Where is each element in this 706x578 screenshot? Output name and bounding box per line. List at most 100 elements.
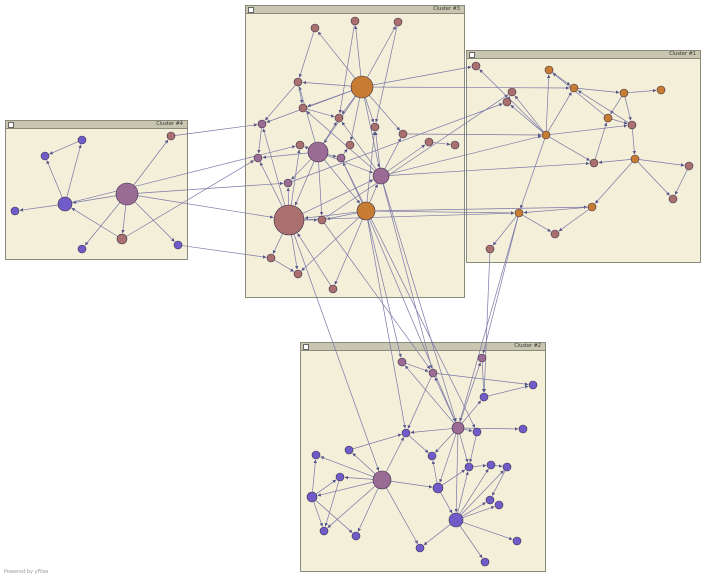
graph-node-d12[interactable]: [335, 472, 345, 482]
graph-node-b12[interactable]: [370, 122, 380, 132]
edge-d15-d16: [494, 464, 503, 468]
edge-b2-b8: [367, 26, 396, 78]
graph-node-c14[interactable]: [627, 120, 637, 130]
graph-node-b16[interactable]: [253, 153, 263, 163]
graph-node-b3[interactable]: [307, 141, 329, 163]
graph-node-c6[interactable]: [656, 85, 666, 95]
cluster-header[interactable]: Cluster #3: [246, 6, 464, 14]
graph-node-c3[interactable]: [544, 65, 554, 75]
graph-node-d10[interactable]: [306, 491, 318, 503]
graph-node-b2[interactable]: [350, 75, 374, 99]
graph-node-d5[interactable]: [479, 392, 489, 402]
graph-node-a6[interactable]: [40, 151, 50, 161]
graph-node-b4[interactable]: [356, 201, 376, 221]
graph-node-a3[interactable]: [116, 233, 128, 245]
graph-node-c8[interactable]: [541, 130, 551, 140]
graph-node-b8[interactable]: [393, 17, 403, 27]
cluster-box-2[interactable]: Cluster #2: [300, 342, 546, 572]
graph-node-d16[interactable]: [502, 462, 512, 472]
graph-node-d19[interactable]: [485, 495, 495, 505]
graph-node-c5[interactable]: [619, 88, 629, 98]
cluster-box-3[interactable]: Cluster #3: [245, 5, 465, 298]
graph-node-d7[interactable]: [428, 368, 438, 378]
graph-node-d17[interactable]: [518, 424, 528, 434]
graph-node-c9[interactable]: [514, 208, 524, 218]
graph-node-d24[interactable]: [351, 531, 361, 541]
collapse-icon[interactable]: [248, 7, 254, 13]
graph-node-c11[interactable]: [587, 202, 597, 212]
graph-node-b25[interactable]: [345, 140, 355, 150]
graph-node-c2[interactable]: [502, 97, 512, 107]
graph-node-a5[interactable]: [77, 135, 87, 145]
graph-node-b23[interactable]: [450, 140, 460, 150]
graph-node-c15[interactable]: [684, 161, 694, 171]
graph-node-d23[interactable]: [415, 543, 425, 553]
graph-node-d22[interactable]: [480, 557, 490, 567]
graph-node-b7[interactable]: [350, 16, 360, 26]
graph-node-c18[interactable]: [507, 87, 517, 97]
graph-node-d11[interactable]: [311, 450, 321, 460]
graph-node-b15[interactable]: [283, 178, 293, 188]
graph-node-c12[interactable]: [589, 158, 599, 168]
graph-node-b13[interactable]: [336, 153, 346, 163]
graph-node-a8[interactable]: [77, 244, 87, 254]
graph-node-c16[interactable]: [668, 194, 678, 204]
edge-d10-d12: [315, 479, 337, 495]
graph-node-d21[interactable]: [512, 536, 522, 546]
edge-d2-d17: [463, 427, 519, 431]
graph-node-b6[interactable]: [310, 23, 320, 33]
collapse-icon[interactable]: [469, 52, 475, 58]
graph-node-b20[interactable]: [328, 284, 338, 294]
graph-node-d9[interactable]: [397, 357, 407, 367]
graph-node-d3[interactable]: [448, 512, 464, 528]
graph-node-d27[interactable]: [472, 427, 482, 437]
graph-node-b18[interactable]: [266, 253, 276, 263]
graph-node-a9[interactable]: [173, 240, 183, 250]
graph-node-b14[interactable]: [295, 140, 305, 150]
cluster-header[interactable]: Cluster #1: [467, 51, 700, 59]
collapse-icon[interactable]: [303, 344, 309, 350]
graph-node-b24[interactable]: [298, 103, 308, 113]
edge-a3-b16: [126, 160, 255, 237]
edge-b4-b1: [304, 211, 358, 220]
graph-node-b9[interactable]: [293, 77, 303, 87]
graph-node-d4[interactable]: [432, 482, 444, 494]
graph-node-a2[interactable]: [57, 196, 73, 212]
graph-node-c13[interactable]: [630, 154, 640, 164]
graph-node-c4[interactable]: [569, 83, 579, 93]
cluster-header[interactable]: Cluster #2: [301, 343, 545, 351]
graph-node-b10[interactable]: [257, 119, 267, 129]
graph-node-d13[interactable]: [344, 445, 354, 455]
graph-node-c17[interactable]: [485, 244, 495, 254]
graph-node-b1[interactable]: [273, 204, 305, 236]
graph-node-d20[interactable]: [494, 500, 504, 510]
edge-a1-b1: [137, 195, 274, 219]
graph-node-b5[interactable]: [372, 167, 390, 185]
graph-node-d14[interactable]: [464, 462, 474, 472]
graph-node-b21[interactable]: [398, 129, 408, 139]
graph-node-a4[interactable]: [166, 131, 176, 141]
edge-a2-a7: [19, 204, 59, 212]
graph-node-d8[interactable]: [401, 428, 411, 438]
graph-node-b19[interactable]: [293, 269, 303, 279]
graph-node-b17[interactable]: [317, 215, 327, 225]
edge-d1-d11: [320, 456, 374, 478]
cluster-box-4[interactable]: Cluster #4: [5, 120, 188, 260]
graph-node-b11[interactable]: [334, 113, 344, 123]
graph-node-c1[interactable]: [471, 61, 481, 71]
graph-node-d15[interactable]: [486, 460, 496, 470]
graph-node-d6[interactable]: [477, 353, 487, 363]
collapse-icon[interactable]: [8, 122, 14, 128]
edge-d2-d7: [434, 377, 456, 423]
cluster-header[interactable]: Cluster #4: [6, 121, 187, 129]
graph-node-d25[interactable]: [319, 526, 329, 536]
graph-node-a1[interactable]: [115, 182, 139, 206]
graph-node-d2[interactable]: [451, 421, 465, 435]
graph-node-c10[interactable]: [550, 229, 560, 239]
graph-node-b22[interactable]: [424, 137, 434, 147]
graph-node-a7[interactable]: [10, 206, 20, 216]
graph-node-d18[interactable]: [528, 380, 538, 390]
graph-node-d26[interactable]: [427, 451, 437, 461]
graph-node-c7[interactable]: [603, 113, 613, 123]
graph-node-d1[interactable]: [372, 470, 392, 490]
